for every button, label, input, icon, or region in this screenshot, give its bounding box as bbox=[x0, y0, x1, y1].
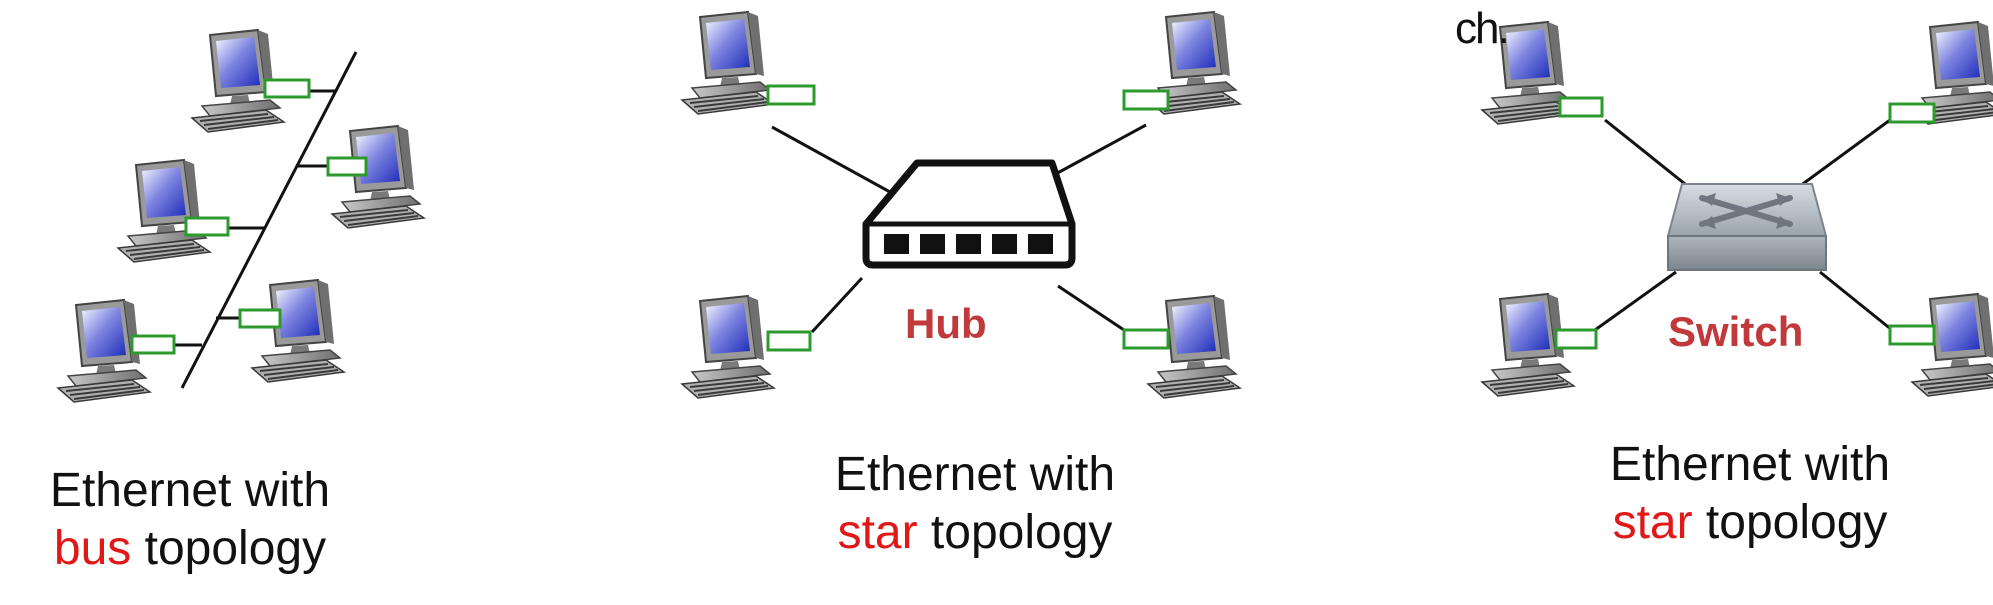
computer-icon bbox=[117, 159, 211, 263]
caption-rest: topology bbox=[917, 506, 1113, 559]
network-card-icon bbox=[1558, 96, 1604, 118]
hub-caption: Ethernet with star topology bbox=[795, 446, 1155, 562]
caption-line: Ethernet with bbox=[49, 464, 331, 517]
bus-caption: Ethernet with bus topology bbox=[30, 462, 350, 578]
hub-icon bbox=[862, 159, 1076, 269]
caption-line: star topology bbox=[795, 504, 1155, 562]
cropped-text-fragment: ch. bbox=[1455, 4, 1510, 53]
computer-icon bbox=[331, 125, 425, 229]
network-card-icon bbox=[326, 156, 368, 177]
topology-keyword: star bbox=[837, 506, 918, 559]
network-card-icon bbox=[1888, 102, 1936, 124]
switch-label: Switch bbox=[1668, 308, 1804, 355]
caption-line: Ethernet with bbox=[1609, 438, 1891, 491]
network-card-icon bbox=[766, 330, 812, 352]
caption-line: bus topology bbox=[30, 520, 350, 578]
switch-icon bbox=[1666, 183, 1828, 271]
link-cable bbox=[771, 125, 891, 194]
link-cable bbox=[1819, 270, 1893, 332]
hub-topology-panel bbox=[681, 11, 1241, 399]
topology-keyword: bus bbox=[53, 522, 132, 575]
link-cable bbox=[1604, 118, 1691, 190]
caption-rest: topology bbox=[131, 522, 327, 575]
network-card-icon bbox=[1888, 324, 1936, 346]
network-card-icon bbox=[1122, 89, 1170, 111]
network-card-icon bbox=[1554, 328, 1598, 350]
switch-topology-panel bbox=[1481, 21, 1993, 397]
network-card-icon bbox=[130, 334, 176, 355]
bus-cable bbox=[180, 51, 358, 389]
caption-line: star topology bbox=[1570, 494, 1930, 552]
network-card-icon bbox=[238, 308, 282, 329]
topology-keyword: star bbox=[1612, 496, 1693, 549]
link-cable bbox=[1799, 118, 1891, 188]
computer-icon bbox=[681, 295, 775, 399]
switch-caption: Ethernet with star topology bbox=[1570, 436, 1930, 552]
link-cable bbox=[810, 276, 864, 334]
computer-icon bbox=[251, 279, 345, 383]
network-card-icon bbox=[263, 78, 311, 99]
hub-label: Hub bbox=[905, 300, 987, 347]
network-card-icon bbox=[184, 216, 230, 237]
network-card-icon bbox=[766, 84, 816, 106]
computer-icon bbox=[681, 11, 775, 115]
caption-rest: topology bbox=[1692, 496, 1888, 549]
link-cable bbox=[1057, 284, 1125, 332]
link-cable bbox=[1051, 123, 1147, 178]
network-card-icon bbox=[1122, 328, 1170, 350]
bus-topology-panel bbox=[57, 29, 425, 403]
caption-line: Ethernet with bbox=[834, 448, 1116, 501]
link-cable bbox=[1594, 270, 1677, 332]
